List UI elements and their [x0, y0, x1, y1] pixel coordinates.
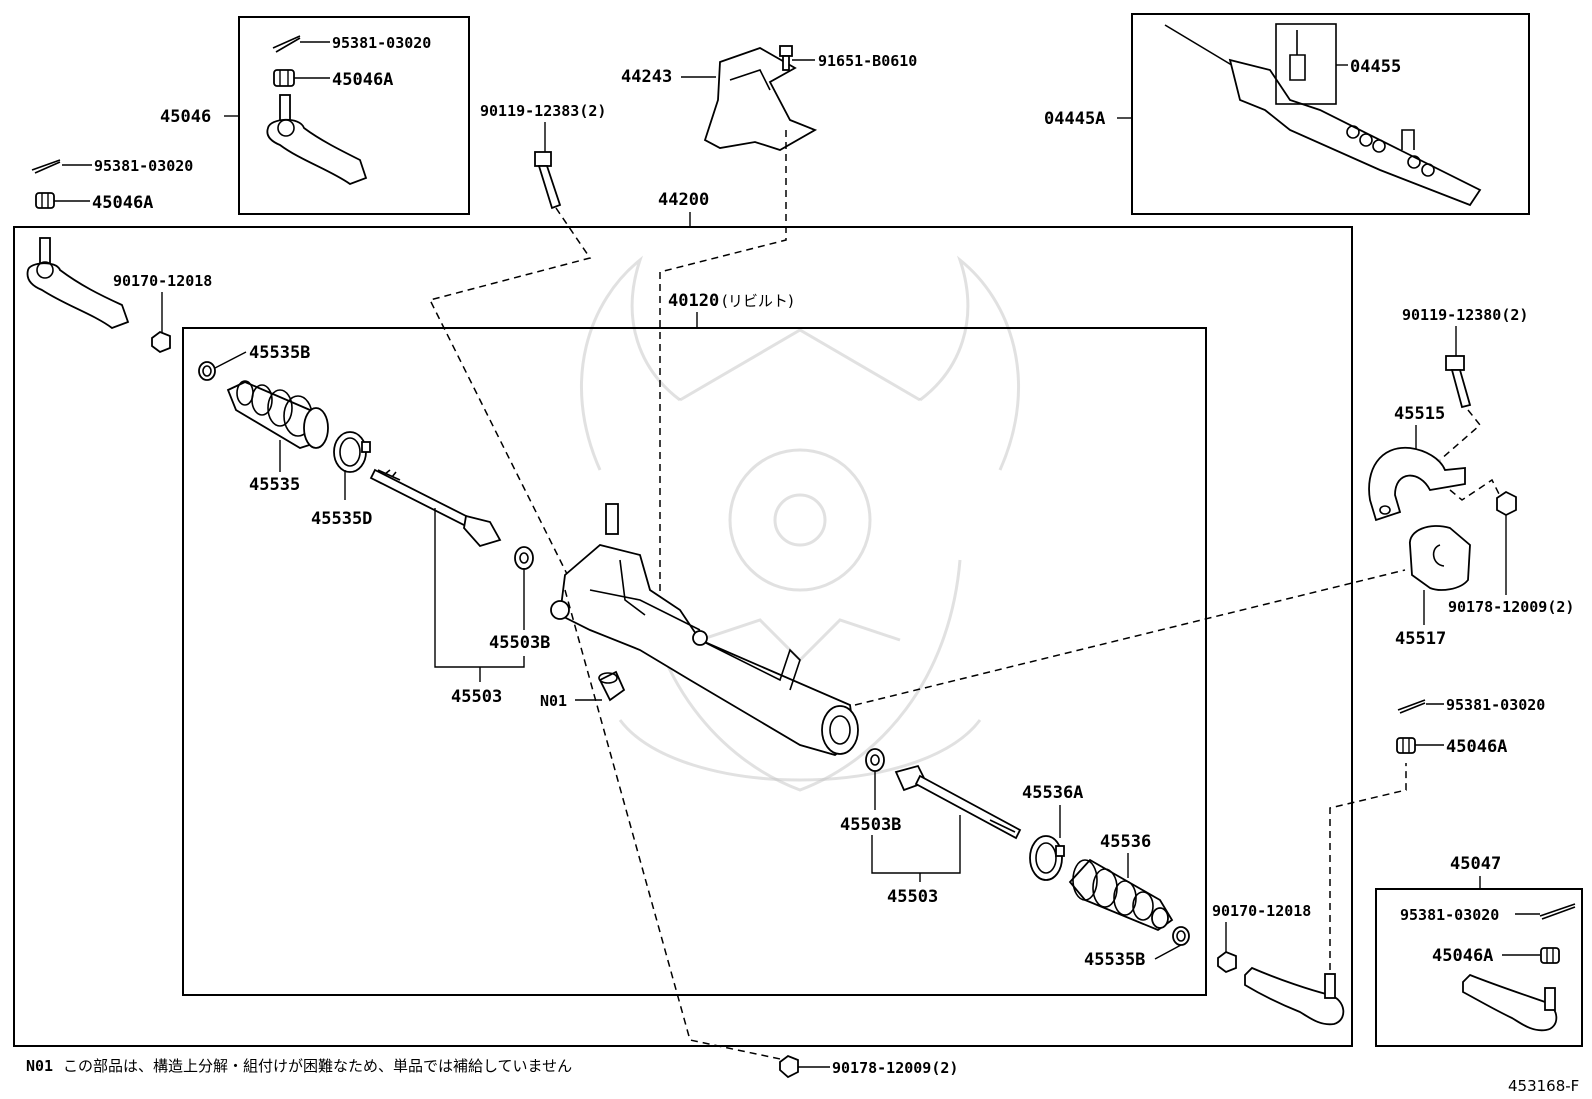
- cotter-pin-icon: [1539, 903, 1576, 920]
- washer-icon: [779, 1054, 799, 1079]
- cotter-pin-icon: [272, 35, 301, 53]
- label-90119-12383[interactable]: 90119-12383(2): [480, 102, 606, 120]
- castle-nut-icon: [1396, 737, 1416, 754]
- clamp-icon: [1172, 926, 1190, 946]
- label-45503-right[interactable]: 45503: [887, 887, 938, 907]
- label-45046A-box2[interactable]: 45046A: [1432, 946, 1493, 966]
- label-45536[interactable]: 45536: [1100, 832, 1151, 852]
- bolt-icon: [779, 45, 793, 71]
- tie-rod-end-icon: [266, 94, 368, 186]
- label-90178-12009-right[interactable]: 90178-12009(2): [1448, 598, 1574, 616]
- label-91651-B0610[interactable]: 91651-B0610: [818, 52, 917, 70]
- tie-rod-end-icon: [1462, 973, 1558, 1032]
- bushing-icon: [598, 670, 626, 702]
- diagram-code: 453168-F: [1508, 1077, 1579, 1095]
- label-45046[interactable]: 45046: [160, 107, 211, 127]
- label-45535B-left[interactable]: 45535B: [249, 343, 310, 363]
- label-40120-rebuilt: (リビルト): [722, 292, 794, 310]
- label-45535D[interactable]: 45535D: [311, 509, 372, 529]
- label-45046A-left[interactable]: 45046A: [92, 193, 153, 213]
- label-40120[interactable]: 40120: [668, 291, 719, 311]
- label-45536A[interactable]: 45536A: [1022, 783, 1083, 803]
- note-code: N01: [26, 1057, 53, 1075]
- note-text: この部品は、構造上分解・組付けが困難なため、単品では補給していません: [63, 1057, 572, 1075]
- label-45503B-left[interactable]: 45503B: [489, 633, 550, 653]
- tie-rod-end-icon: [1244, 966, 1345, 1026]
- nut-icon: [1496, 490, 1517, 517]
- castle-nut-icon: [1540, 947, 1560, 964]
- clamp-icon: [198, 361, 216, 381]
- label-N01[interactable]: N01: [540, 692, 567, 710]
- box-44200: [13, 226, 1353, 1047]
- clamp-ring-icon: [333, 431, 371, 473]
- label-45503B-right[interactable]: 45503B: [840, 815, 901, 835]
- label-45515[interactable]: 45515: [1394, 404, 1445, 424]
- label-90170-12018-left[interactable]: 90170-12018: [113, 272, 212, 290]
- label-45535[interactable]: 45535: [249, 475, 300, 495]
- nut-icon: [1217, 950, 1237, 974]
- steering-rack-housing-icon: [550, 503, 859, 756]
- lock-washer-icon: [865, 748, 885, 772]
- steering-rack-detail-icon: [1164, 23, 1482, 207]
- rack-boot-icon: [1068, 858, 1174, 932]
- heat-shield-icon: [703, 47, 818, 151]
- cotter-pin-icon: [31, 159, 61, 174]
- bolt-icon: [534, 151, 562, 210]
- label-45503-left[interactable]: 45503: [451, 687, 502, 707]
- bolt-icon: [1445, 355, 1472, 409]
- label-45046A-right[interactable]: 45046A: [1446, 737, 1507, 757]
- lock-washer-icon: [514, 546, 534, 570]
- clamp-ring-icon: [1029, 835, 1065, 881]
- castle-nut-icon: [273, 69, 295, 87]
- box-40120: [182, 327, 1207, 996]
- label-44243[interactable]: 44243: [621, 67, 672, 87]
- nut-icon: [151, 330, 171, 354]
- label-95381-03020-box[interactable]: 95381-03020: [332, 34, 431, 52]
- label-45046A-box[interactable]: 45046A: [332, 70, 393, 90]
- label-90170-12018-right[interactable]: 90170-12018: [1212, 902, 1311, 920]
- label-04445A[interactable]: 04445A: [1044, 109, 1105, 129]
- box-04445A: [1131, 13, 1530, 215]
- tie-rod-icon: [369, 468, 502, 548]
- label-04455[interactable]: 04455: [1350, 57, 1401, 77]
- castle-nut-icon: [35, 192, 55, 209]
- label-45517[interactable]: 45517: [1395, 629, 1446, 649]
- rack-boot-icon: [226, 380, 329, 449]
- cotter-pin-icon: [1397, 699, 1426, 714]
- box-45047: [1375, 888, 1583, 1047]
- label-45535B-right[interactable]: 45535B: [1084, 950, 1145, 970]
- label-95381-03020-right[interactable]: 95381-03020: [1446, 696, 1545, 714]
- label-90178-12009-bottom[interactable]: 90178-12009(2): [832, 1059, 958, 1077]
- bracket-icon: [1368, 447, 1466, 522]
- label-90119-12380[interactable]: 90119-12380(2): [1402, 306, 1528, 324]
- tie-rod-icon: [894, 764, 1022, 840]
- label-95381-03020-box2[interactable]: 95381-03020: [1400, 906, 1499, 924]
- label-45047[interactable]: 45047: [1450, 854, 1501, 874]
- label-44200[interactable]: 44200: [658, 190, 709, 210]
- label-95381-03020-left[interactable]: 95381-03020: [94, 157, 193, 175]
- bushing-icon: [1409, 525, 1471, 591]
- tie-rod-end-icon: [26, 237, 130, 330]
